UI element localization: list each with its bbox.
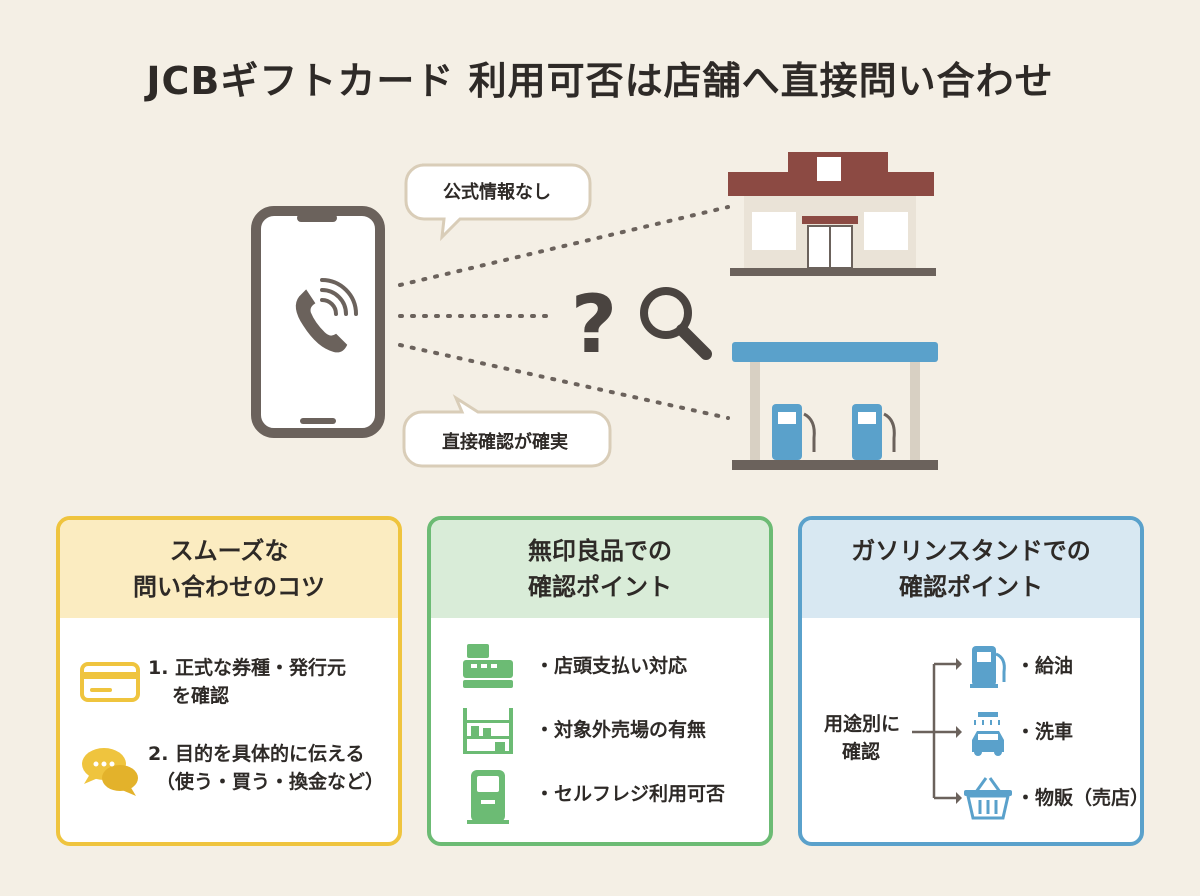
question-icon: ? (571, 278, 617, 371)
credit-card-icon (80, 662, 140, 702)
tips-card-heading: スムーズな 問い合わせのコツ (60, 520, 398, 618)
gas-heading-line1: ガソリンスタンドでの (851, 537, 1091, 565)
shopping-basket-icon (964, 777, 1012, 820)
smartphone-icon (251, 206, 385, 438)
gas-heading-line2: 確認ポイント (899, 573, 1043, 601)
gas-station-card: ガソリンスタンドでの 確認ポイント 用途別に 確認 (798, 516, 1144, 846)
connection-lines (398, 205, 730, 420)
gas-purpose-line2: 確認 (842, 741, 881, 763)
bubble-top-text: 公式情報なし (443, 182, 551, 203)
magnifier-icon (640, 287, 712, 360)
tips-item2-line2: （使う・買う・換金など） (156, 771, 385, 793)
gas-card-heading: ガソリンスタンドでの 確認ポイント (802, 520, 1140, 618)
gas-item-2: ・洗車 (1016, 721, 1074, 743)
tips-item2-line1: 2. 目的を具体的に伝える (148, 743, 365, 765)
muji-heading-line1: 無印良品での (528, 537, 672, 565)
gas-item-1: ・給油 (1016, 655, 1074, 677)
car-wash-icon (972, 712, 1004, 756)
page-title: JCBギフトカード 利用可否は店舗へ直接問い合わせ (146, 59, 1054, 103)
tips-heading-line1: スムーズな (169, 537, 289, 565)
muji-item-1: ・店頭支払い対応 (535, 655, 688, 677)
convenience-store-icon (728, 152, 936, 276)
cash-register-icon (463, 644, 513, 688)
speech-bubble-top (404, 163, 592, 242)
tips-item1-line1: 1. 正式な券種・発行元 (148, 657, 347, 679)
gas-station-icon (732, 342, 938, 470)
fuel-pump-icon (970, 646, 1006, 688)
self-checkout-icon (467, 770, 509, 824)
branch-arrows (912, 658, 962, 804)
chat-bubbles-icon (82, 748, 138, 796)
muji-item-2: ・対象外売場の有無 (535, 719, 707, 741)
muji-item-3: ・セルフレジ利用可否 (535, 783, 726, 805)
muji-card: 無印良品での 確認ポイント ・店頭支払い対応 ・対象外売場の有無 (427, 516, 773, 846)
muji-card-heading: 無印良品での 確認ポイント (431, 520, 769, 618)
hero-illustration: ? (251, 152, 938, 470)
speech-bubble-bottom (402, 394, 612, 468)
shelf-icon (463, 708, 513, 754)
tips-card: スムーズな 問い合わせのコツ 1. 正式な券種・発行元 を確認 2. 目的を具体… (56, 516, 402, 846)
muji-heading-line2: 確認ポイント (528, 573, 672, 601)
bubble-bottom-text: 直接確認が確実 (442, 432, 568, 453)
tips-heading-line2: 問い合わせのコツ (133, 573, 325, 601)
gas-purpose-line1: 用途別に (824, 713, 901, 735)
tips-item1-line2: を確認 (172, 685, 230, 707)
gas-item-3: ・物販（売店） (1016, 787, 1144, 809)
phone-call-icon (295, 278, 358, 353)
